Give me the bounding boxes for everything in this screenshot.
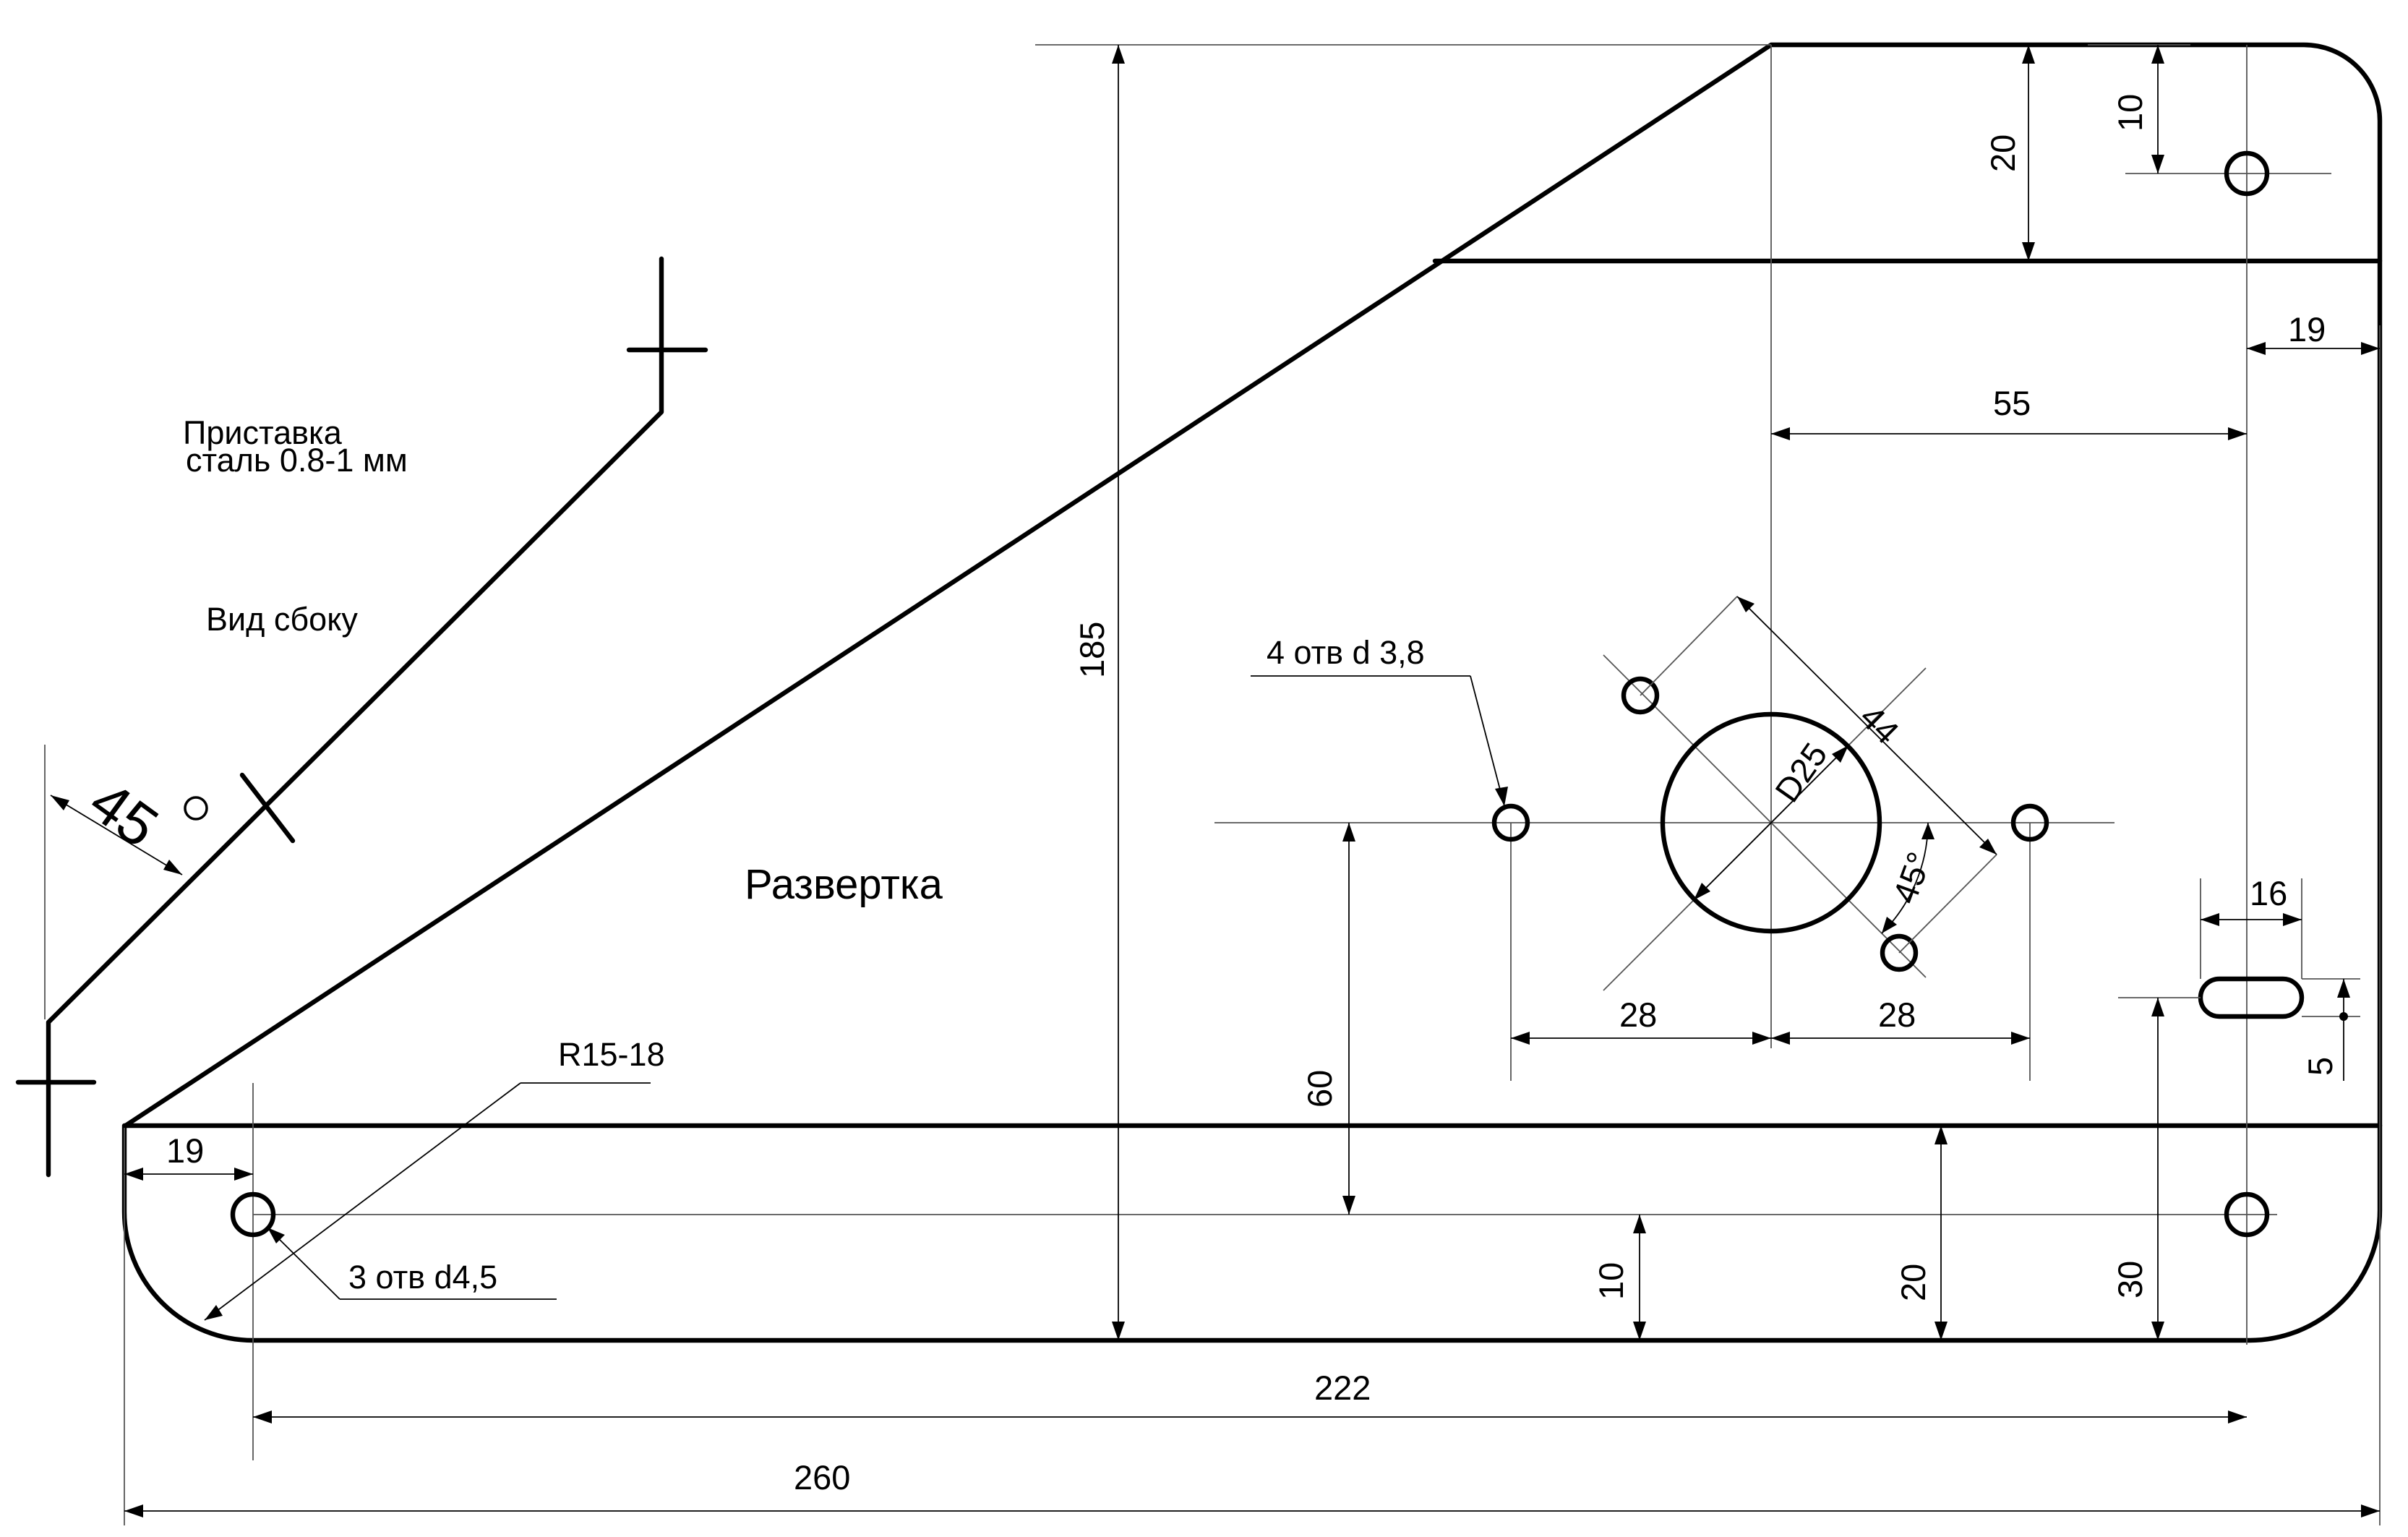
- dim-222-label: 222: [1314, 1369, 1371, 1407]
- angle-dimension-line: [50, 795, 183, 875]
- development-label: Развертка: [745, 861, 943, 908]
- dim-30: [2118, 997, 2201, 1340]
- degree-symbol-icon: [184, 796, 208, 821]
- mount-hole-upper: [1621, 676, 1660, 715]
- title-line-2: сталь 0.8-1 мм: [186, 442, 408, 479]
- dim-222: [253, 1410, 2247, 1423]
- development-outline: [121, 42, 2383, 1343]
- dim-55: [1771, 427, 2247, 440]
- dim-19-left-label: 19: [166, 1131, 204, 1170]
- dim-16-label: 16: [2250, 874, 2287, 912]
- fixing-hole-bottom-left: [230, 1191, 276, 1238]
- fixing-hole-top-right: [2224, 150, 2270, 197]
- mount-hole-lower: [1880, 933, 1919, 972]
- dim-20-top: [2022, 45, 2035, 261]
- dim-60-label: 60: [1301, 1070, 1339, 1108]
- dim-30-label: 30: [2111, 1261, 2149, 1298]
- dim-55-label: 55: [1993, 384, 2031, 422]
- d25-label: D25: [1768, 736, 1835, 809]
- angle-45-arc: [1881, 822, 1934, 934]
- side-view-profile: [15, 256, 708, 1178]
- d25-dimension: [1693, 745, 1849, 901]
- mount-hole-left: [1491, 803, 1530, 842]
- holes: [230, 150, 2305, 1238]
- dim-28-right-label: 28: [1878, 996, 1916, 1034]
- center-hole-d25: [1660, 711, 1882, 934]
- angle-45-label: 45°: [1885, 847, 1939, 909]
- dim-10-top: [2151, 45, 2164, 174]
- four-holes-label: 4 отв d 3,8: [1267, 634, 1425, 671]
- radius-label: R15-18: [558, 1036, 665, 1073]
- dim-20-bottom-label: 20: [1894, 1264, 1932, 1301]
- dim-28-pair: [1511, 1032, 2030, 1045]
- dim-20-bottom: [1934, 1126, 1948, 1340]
- dim-185: [1112, 45, 1125, 1340]
- dim-10-bottom-label: 10: [1592, 1262, 1630, 1300]
- slot-hole: [2198, 976, 2305, 1019]
- diagonal-center-line-a: [1603, 654, 1927, 978]
- dim-19-left: [124, 1168, 253, 1181]
- angle-value: 45: [77, 768, 169, 860]
- dim-185-label: 185: [1073, 622, 1111, 678]
- dim-44: [1640, 596, 1997, 954]
- dim-28-left-label: 28: [1619, 996, 1657, 1034]
- dim-5: [2302, 978, 2360, 1081]
- dim-20-top-label: 20: [1984, 134, 2022, 172]
- four-holes-leader: [1251, 675, 1508, 807]
- dim-260: [124, 1504, 2380, 1517]
- dim-10-bottom: [1633, 1215, 1646, 1340]
- dim-19-right: [2247, 342, 2380, 355]
- three-holes-label: 3 отв d4,5: [348, 1259, 497, 1296]
- dim-16: [2200, 878, 2302, 979]
- three-holes-leader: [267, 1227, 557, 1300]
- side-view-label: Вид сбоку: [206, 601, 358, 638]
- dim-44-label: 44: [1853, 698, 1906, 751]
- dim-260-label: 260: [794, 1458, 850, 1497]
- dim-5-label: 5: [2301, 1057, 2339, 1076]
- dim-60: [1342, 823, 1355, 1215]
- dim-10-top-label: 10: [2111, 94, 2149, 132]
- center-lines: [124, 44, 2381, 1525]
- angle-label: 45: [77, 768, 208, 860]
- radius-leader: [204, 1082, 651, 1321]
- dim-19-right-label: 19: [2288, 310, 2326, 348]
- title-line-1: Приставка: [183, 414, 343, 451]
- mount-hole-right: [2010, 803, 2049, 842]
- fixing-hole-bottom-right: [2224, 1191, 2270, 1238]
- bend-mark: [239, 772, 296, 844]
